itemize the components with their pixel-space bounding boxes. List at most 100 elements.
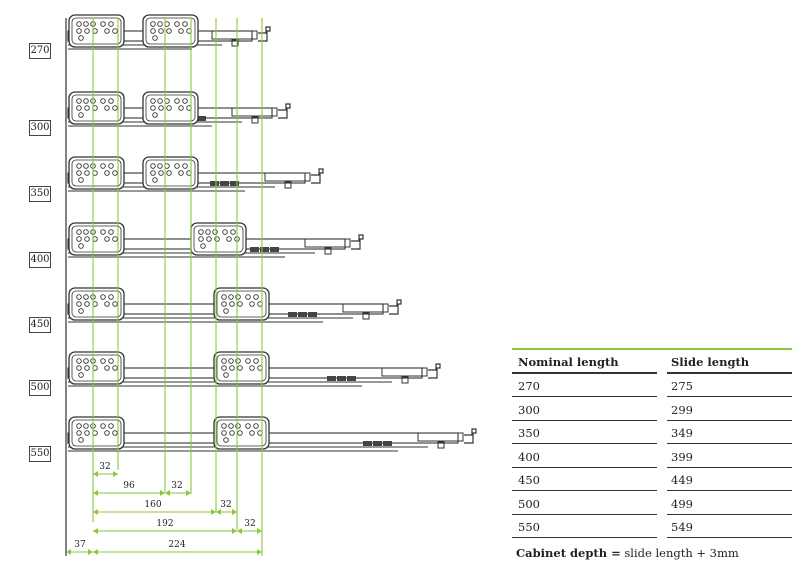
bracket-hole	[253, 294, 259, 300]
bracket-hole	[104, 28, 110, 34]
nominal-cell: 550	[512, 515, 657, 538]
bracket-inner	[145, 159, 196, 187]
mounting-bracket	[213, 416, 270, 450]
rail-detail	[220, 181, 229, 186]
bracket-hole	[108, 98, 114, 104]
bracket-hole	[150, 21, 156, 27]
rail-detail	[347, 376, 356, 381]
bracket-hole	[223, 308, 229, 314]
bracket-hole	[157, 98, 163, 104]
bracket-hole	[158, 105, 164, 111]
dimension-32-d: 32	[244, 519, 256, 529]
dimension-arrow-32-d	[237, 528, 262, 534]
bracket-hole	[100, 98, 106, 104]
nominal-cell: 270	[512, 374, 657, 397]
bracket-hole	[150, 163, 156, 169]
dimension-arrow-160	[93, 509, 216, 515]
dimension-160: 160	[144, 500, 162, 510]
bracket-hole	[76, 294, 82, 300]
bracket-hole	[84, 301, 90, 307]
table-top-rule	[512, 348, 792, 350]
mounting-bracket	[142, 156, 199, 190]
bracket-hole	[100, 294, 106, 300]
bracket-hole	[249, 430, 255, 436]
table-header-row: Nominal length Slide length	[512, 350, 792, 374]
bracket-hole	[229, 430, 235, 436]
drawer-slide-550	[67, 416, 477, 452]
slide-runner	[264, 172, 311, 182]
bracket-hole	[100, 358, 106, 364]
bracket-body	[68, 91, 125, 125]
bracket-hole	[112, 430, 118, 436]
length-table: Nominal length Slide length 270 275 300 …	[512, 348, 792, 538]
rail-detail	[327, 376, 336, 381]
slide-end-hook	[464, 428, 477, 444]
bracket-inner	[71, 354, 122, 382]
bracket-hole	[221, 301, 227, 307]
bracket-hole	[104, 365, 110, 371]
bracket-hole	[78, 177, 84, 183]
dimension-arrow-224	[93, 549, 262, 555]
bracket-hole	[112, 105, 118, 111]
bracket-hole	[253, 358, 259, 364]
arrow-head	[93, 549, 98, 555]
bracket-inner	[71, 419, 122, 447]
slide-end-hook	[311, 168, 324, 184]
bracket-inner	[71, 94, 122, 122]
bracket-hole	[166, 105, 172, 111]
nominal-cell: 350	[512, 421, 657, 444]
arrow-head	[237, 528, 242, 534]
bracket-hole	[76, 170, 82, 176]
slide-drawings	[65, 14, 477, 556]
bracket-hole	[83, 229, 89, 235]
cabinet-depth-note: Cabinet depth = slide length + 3mm	[516, 546, 739, 560]
slide-runner	[417, 432, 464, 442]
rail-detail	[250, 247, 259, 252]
bracket-body	[68, 351, 125, 385]
bracket-hole	[205, 229, 211, 235]
bracket-hole	[182, 98, 188, 104]
slide-runner	[211, 30, 258, 40]
bracket-hole	[152, 35, 158, 41]
arrow-head	[216, 509, 221, 515]
bracket-hole	[84, 170, 90, 176]
rail-detail	[337, 376, 346, 381]
bracket-hole	[200, 243, 206, 249]
slide-cell: 399	[667, 444, 792, 468]
bracket-hole	[76, 423, 82, 429]
bracket-hole	[178, 170, 184, 176]
bracket-hole	[228, 294, 234, 300]
bracket-body	[213, 351, 270, 385]
mounting-bracket	[68, 416, 125, 450]
bracket-body	[142, 14, 199, 48]
bracket-hole	[76, 163, 82, 169]
arrow-head	[160, 490, 165, 496]
bracket-hole	[108, 163, 114, 169]
arrow-head	[257, 528, 262, 534]
bracket-hole	[235, 294, 241, 300]
rail-detail	[363, 441, 372, 446]
bracket-hole	[166, 28, 172, 34]
bracket-hole	[83, 358, 89, 364]
slide-cell: 349	[667, 421, 792, 444]
bracket-hole	[108, 423, 114, 429]
table-row: 550 549	[512, 515, 792, 538]
nominal-cell: 500	[512, 491, 657, 515]
bracket-body	[68, 416, 125, 450]
slide-runner	[304, 238, 351, 248]
slide-cell: 299	[667, 397, 792, 421]
dimension-arrow-32-c	[216, 509, 237, 515]
bracket-hole	[100, 229, 106, 235]
mounting-bracket	[190, 222, 247, 256]
bracket-body	[142, 156, 199, 190]
rail-clip	[231, 39, 239, 47]
bracket-hole	[249, 301, 255, 307]
bracket-hole	[76, 301, 82, 307]
drawer-slide-350	[67, 156, 324, 192]
bracket-hole	[174, 98, 180, 104]
slide-end-hook	[278, 103, 291, 119]
bracket-hole	[253, 423, 259, 429]
arrow-head	[93, 509, 98, 515]
arrow-head	[93, 528, 98, 534]
bracket-hole	[76, 236, 82, 242]
